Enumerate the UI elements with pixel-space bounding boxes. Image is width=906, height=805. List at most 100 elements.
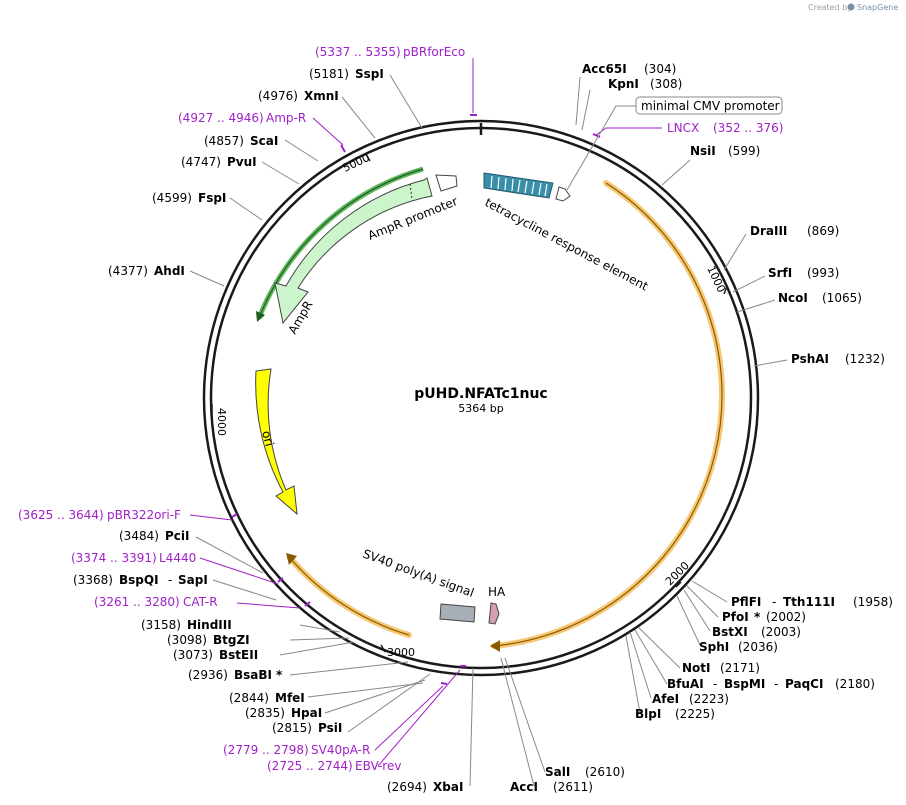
site-mfei: (2844) MfeI [229,691,305,705]
ori-arrow [255,368,298,516]
svg-text:L4440: L4440 [159,551,196,565]
svg-text:(5181): (5181) [309,67,349,81]
ha-arrow [488,602,500,625]
svg-text:SV40pA-R: SV40pA-R [311,743,370,757]
ampr-promoter-arrow [435,174,458,192]
site-fspi: (4599) FspI [152,191,226,205]
svg-text:(3261 .. 3280): (3261 .. 3280) [94,595,180,609]
svg-text:(1232): (1232) [845,352,885,366]
svg-text:CAT-R: CAT-R [183,595,218,609]
svg-text:(1065): (1065) [822,291,862,305]
svg-text:NsiI: NsiI [690,144,716,158]
svg-text:(2225): (2225) [675,707,715,721]
svg-text:NotI: NotI [682,661,711,675]
svg-text:(2610): (2610) [585,765,625,779]
site-acci: AccI (2611) [510,780,593,794]
svg-text:(308): (308) [650,77,682,91]
svg-text:ScaI: ScaI [250,134,278,148]
site-btgzi: (3098) BtgZI [167,633,250,647]
svg-text:BstXI: BstXI [712,625,748,639]
site-xbai: (2694) XbaI [387,780,463,794]
tick-label-4000: 4000 [215,408,228,436]
svg-text:(2835): (2835) [245,706,285,720]
svg-text:(2611): (2611) [553,780,593,794]
svg-text:LNCX: LNCX [667,121,699,135]
cmv-promoter-arrow [555,186,571,202]
svg-text:(4599): (4599) [152,191,192,205]
tick-label-3000: 3000 [387,646,415,659]
svg-text:HpaI: HpaI [291,706,322,720]
svg-text:(2815): (2815) [272,721,312,735]
svg-text:SspI: SspI [355,67,384,81]
primer-label-pbr322ori: (3625 .. 3644) pBR322ori-F [18,508,181,522]
svg-text:(5337 .. 5355): (5337 .. 5355) [315,45,401,59]
ori-label: ori [259,429,277,448]
svg-text:(1958): (1958) [853,595,893,609]
svg-text:Acc65I: Acc65I [582,62,627,76]
svg-text:(352 .. 376): (352 .. 376) [713,121,783,135]
svg-text:(2003): (2003) [761,625,801,639]
site-sspi: (5181) SspI [309,67,384,81]
svg-text:EBV-rev: EBV-rev [355,759,401,773]
svg-text:DraIII: DraIII [750,224,787,238]
primer-marks [231,114,601,685]
site-nsii: NsiI (599) [690,144,760,158]
svg-text:(2223): (2223) [689,692,729,706]
svg-text:(2844): (2844) [229,691,269,705]
svg-text:-: - [774,677,778,691]
svg-text:MfeI: MfeI [275,691,305,705]
site-bsabi: (2936) BsaBI * [188,668,283,682]
svg-text:BfuAI: BfuAI [667,677,704,691]
svg-text:PflFI: PflFI [731,595,761,609]
svg-text:BstEII: BstEII [219,648,258,662]
tick-label-5000: 5000 [341,151,372,175]
svg-text:(3368): (3368) [73,573,113,587]
site-sali: SalI (2610) [545,765,625,779]
site-sphi: SphI (2036) [699,640,778,654]
svg-text:AfeI: AfeI [652,692,679,706]
svg-text:(4976): (4976) [258,89,298,103]
plasmid-length: 5364 bp [458,402,503,415]
cmv-promoter-callout: minimal CMV promoter [566,96,783,191]
svg-text:(2725 .. 2744): (2725 .. 2744) [267,759,353,773]
site-kpni: KpnI (308) [608,77,682,91]
site-afei: AfeI (2223) [652,692,729,706]
site-bsteii: (3073) BstEII [173,648,258,662]
site-bspqi-sapi: (3368) BspQI - SapI [73,573,208,587]
svg-text:PsiI: PsiI [318,721,342,735]
site-pvui: (4747) PvuI [181,155,257,169]
svg-text:Tth111I: Tth111I [783,595,835,609]
svg-text:AhdI: AhdI [154,264,185,278]
svg-text:SalI: SalI [545,765,570,779]
site-pcii: (3484) PciI [119,529,190,543]
scale-ticks [211,153,728,653]
site-hindiii: (3158) HindIII [141,618,232,632]
svg-text:SrfI: SrfI [768,266,792,280]
svg-text:XmnI: XmnI [304,89,339,103]
site-srfi: SrfI (993) [768,266,839,280]
site-xmni: (4976) XmnI [258,89,339,103]
svg-text:(3374 .. 3391): (3374 .. 3391) [71,551,157,565]
svg-text:(3625 .. 3644): (3625 .. 3644) [18,508,104,522]
site-psii: (2815) PsiI [272,721,342,735]
svg-text:AccI: AccI [510,780,538,794]
site-blpi: BlpI (2225) [635,707,715,721]
site-noti: NotI (2171) [682,661,760,675]
svg-text:SphI: SphI [699,640,729,654]
svg-text:PfoI: PfoI [722,610,749,624]
ampr-arrow [274,177,433,325]
svg-text:(4927 .. 4946): (4927 .. 4946) [178,111,264,125]
svg-text:BspMI: BspMI [724,677,765,691]
svg-text:Amp-R: Amp-R [266,111,306,125]
svg-text:PciI: PciI [165,529,190,543]
svg-text:BlpI: BlpI [635,707,661,721]
svg-text:pBRforEco: pBRforEco [403,45,465,59]
svg-text:XbaI: XbaI [433,780,463,794]
site-pshai: PshAI (1232) [791,352,885,366]
watermark-brand: SnapGene [857,3,898,12]
orange-feature-arc-right [491,180,725,649]
svg-text:(4747): (4747) [181,155,221,169]
svg-text:BsaBI: BsaBI [234,668,272,682]
primer-label-catr: (3261 .. 3280) CAT-R [94,595,218,609]
